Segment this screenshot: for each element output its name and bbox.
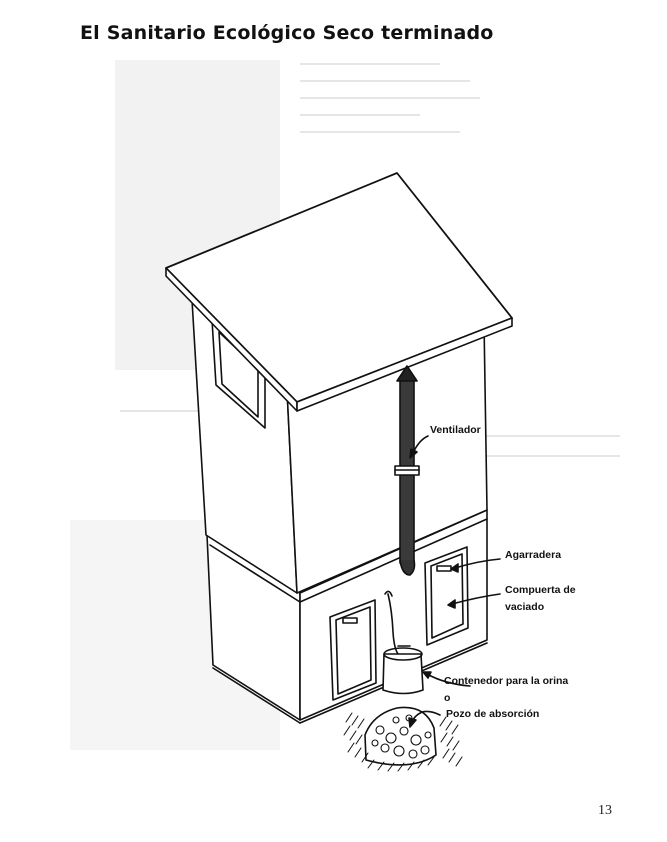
urine-container (382, 653, 424, 695)
vent-arrow-head (396, 365, 418, 382)
hatch-right-inner (430, 553, 464, 639)
chamber-trim-line (209, 544, 301, 603)
arrow-compuerta (451, 593, 501, 605)
label-ventilador: Ventilador (430, 424, 481, 436)
urine-hose-top (384, 590, 393, 597)
vent-pipe-elbow (399, 559, 416, 576)
label-compuerta-line2: vaciado (505, 601, 545, 613)
bleed-through-line (300, 63, 440, 65)
hatch-right-handle (436, 565, 452, 572)
page-number: 13 (598, 803, 612, 818)
page-title: El Sanitario Ecológico Seco terminado (80, 22, 494, 44)
label-agarradera: Agarradera (505, 549, 562, 561)
bleed-through-line (470, 455, 620, 457)
bleed-through-line (300, 80, 470, 82)
arrow-agarradera-head (450, 563, 459, 573)
arrow-agarradera (454, 558, 501, 569)
hatch-left-handle (342, 617, 358, 624)
chamber-base-edge (212, 667, 301, 724)
urine-container-mouth (383, 647, 423, 661)
bleed-through-line (300, 131, 460, 133)
hatch-left-inner (335, 606, 372, 695)
bleed-through-line (470, 435, 620, 437)
label-o: o (444, 692, 451, 704)
hatch-left (329, 599, 377, 701)
arrow-ventilador-head (409, 448, 418, 459)
label-contenedor: Contenedor para la orina (444, 675, 569, 687)
arrow-contenedor-head (422, 671, 432, 679)
chamber-trim-line (299, 518, 488, 603)
arrow-pozo-head (408, 717, 417, 728)
label-pozo: Pozo de absorción (446, 708, 540, 720)
bleed-through-line (300, 114, 420, 116)
arrow-compuerta-head (447, 599, 456, 609)
soak-pit-gravel (364, 706, 437, 766)
soak-pit-soil-hatching (343, 712, 463, 772)
soak-pit-stones (371, 714, 432, 759)
roof-front-edge (296, 317, 513, 412)
urine-hose (387, 593, 399, 655)
bleed-through-line (300, 97, 480, 99)
label-compuerta-line1: Compuerta de (505, 584, 576, 596)
